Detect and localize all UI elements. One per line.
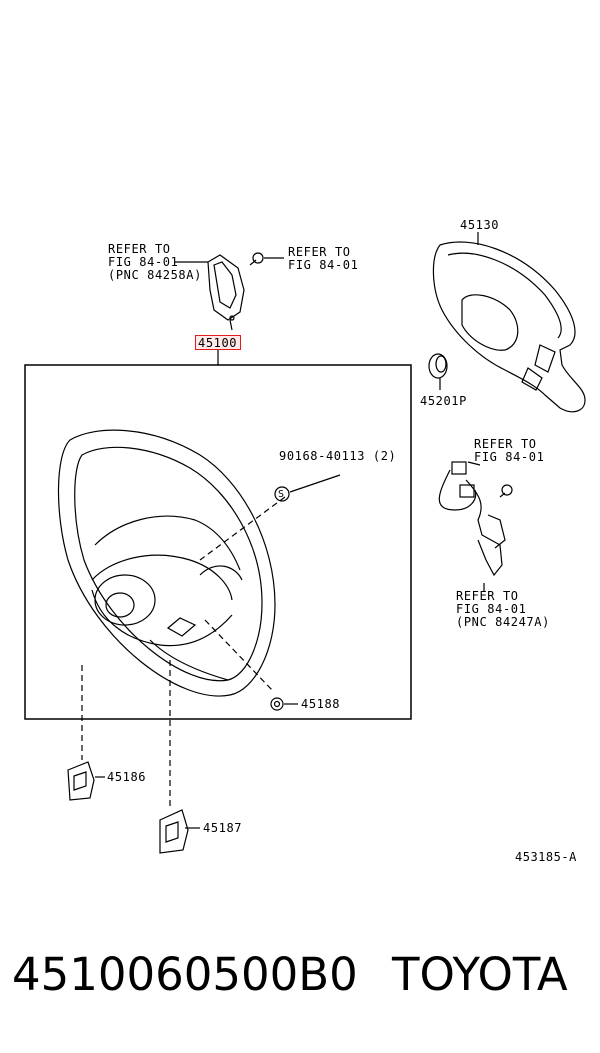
figure-reference: 453185-A: [515, 850, 577, 864]
screw-part: [270, 697, 284, 711]
cover-left-code-label: 45186: [107, 770, 147, 784]
bolt-code-label: 90168-40113 (2): [279, 449, 397, 463]
refer-right-top-line1: REFER TO: [474, 437, 537, 451]
steering-wheel: [57, 429, 276, 697]
assembly-code-highlight: [195, 335, 241, 350]
callout-symbol: S: [278, 489, 285, 500]
refer-top-mid-line1: REFER TO: [288, 245, 351, 259]
refer-top-left-line3: (PNC 84258A): [108, 268, 202, 282]
bolt-leader: [199, 496, 286, 561]
part-number: 4510060500B0: [12, 948, 358, 1001]
assembly-frame: [24, 364, 412, 720]
refer-top-left-line1: REFER TO: [108, 242, 171, 256]
refer-top-mid-line2: FIG 84-01: [288, 258, 359, 272]
cover-right-code-label: 45187: [203, 821, 243, 835]
cover-left-part: [67, 761, 95, 801]
callout-circle: [274, 486, 290, 502]
switch-part: [207, 254, 245, 331]
pad-code-label: 45130: [460, 218, 500, 232]
refer-right-bottom-line1: REFER TO: [456, 589, 519, 603]
refer-right-bottom-line3: (PNC 84247A): [456, 615, 550, 629]
brand-name: TOYOTA: [392, 948, 568, 1001]
small-screw: [249, 252, 264, 266]
refer-top-left-line2: FIG 84-01: [108, 255, 179, 269]
pad-part: [432, 241, 586, 413]
nut-part: [428, 353, 448, 390]
nut-code-label: 45201P: [420, 394, 467, 408]
harness-part: [438, 461, 506, 577]
assembly-code: 45100: [198, 336, 238, 350]
cover-right-part: [159, 809, 189, 854]
refer-right-top-line2: FIG 84-01: [474, 450, 545, 464]
screw-code-label: 45188: [301, 697, 341, 711]
harness-screw: [499, 484, 513, 498]
refer-right-bottom-line2: FIG 84-01: [456, 602, 527, 616]
